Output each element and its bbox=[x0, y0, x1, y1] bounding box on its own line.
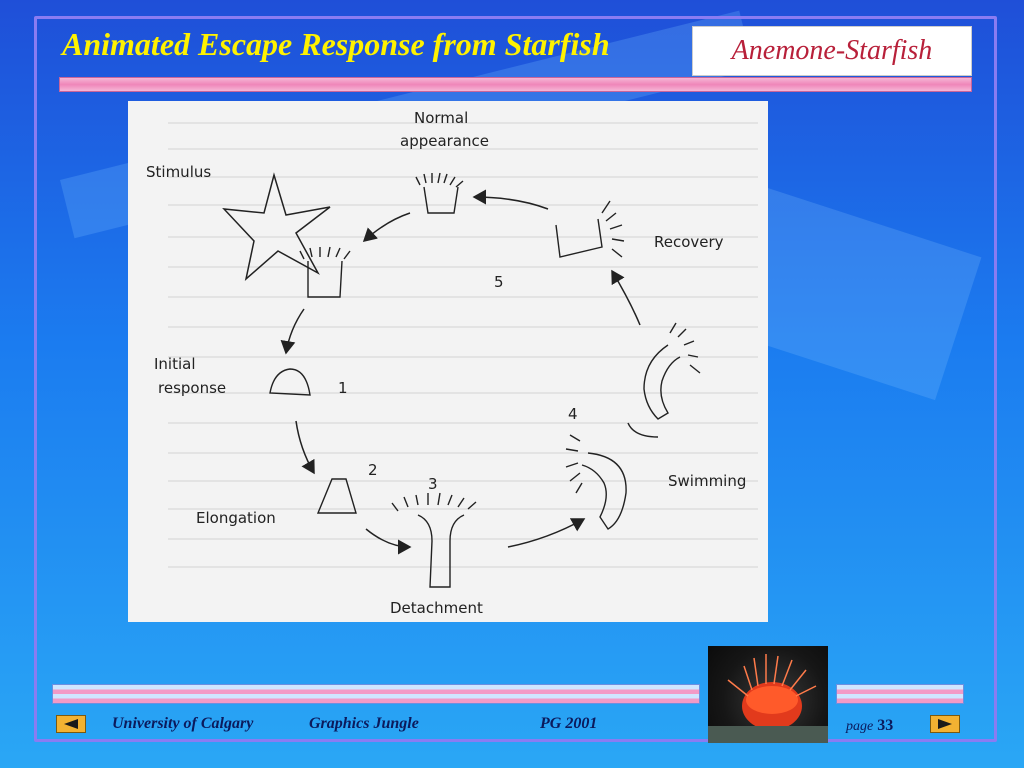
label-detachment: Detachment bbox=[390, 599, 483, 617]
step-number: 5 bbox=[494, 273, 504, 291]
anemone-swimming-drawing bbox=[566, 435, 626, 529]
anemone-elongation-drawing bbox=[318, 479, 356, 513]
left-triangle-icon bbox=[62, 718, 80, 730]
step-number: 3 bbox=[428, 475, 438, 493]
page-number: 33 bbox=[877, 717, 893, 734]
step-number: 4 bbox=[568, 405, 578, 423]
footer-course: PG 2001 bbox=[540, 715, 597, 733]
label-swimming: Swimming bbox=[668, 472, 746, 490]
diagram-svg: Normal appearance Stimulus Recovery Init… bbox=[128, 101, 768, 622]
escape-response-diagram: Normal appearance Stimulus Recovery Init… bbox=[128, 101, 768, 622]
anemone-recovery-drawing bbox=[644, 323, 700, 419]
anemone-recovery-upright-drawing bbox=[556, 201, 624, 257]
label-elongation: Elongation bbox=[196, 509, 276, 527]
footer-decorative-bar bbox=[836, 684, 964, 704]
label-appearance: appearance bbox=[400, 132, 489, 150]
anemone-normal-drawing bbox=[416, 173, 463, 213]
anemone-photo-thumbnail bbox=[708, 646, 828, 743]
right-triangle-icon bbox=[936, 718, 954, 730]
anemone-initial-response-drawing bbox=[270, 369, 310, 395]
page-indicator: page 33 bbox=[846, 717, 893, 735]
label-recovery: Recovery bbox=[654, 233, 724, 251]
topic-badge: Anemone-Starfish bbox=[692, 26, 972, 76]
label-response: response bbox=[158, 379, 226, 397]
step-number: 2 bbox=[368, 461, 378, 479]
footer-university: University of Calgary bbox=[112, 715, 253, 733]
cycle-arrows bbox=[286, 197, 658, 547]
label-stimulus: Stimulus bbox=[146, 163, 211, 181]
previous-slide-button[interactable] bbox=[56, 715, 86, 733]
label-initial: Initial bbox=[154, 355, 196, 373]
footer-decorative-bar bbox=[52, 684, 700, 704]
anemone-detachment-drawing bbox=[392, 493, 476, 587]
page-word: page bbox=[846, 719, 873, 734]
anemone-photo-svg bbox=[708, 646, 828, 743]
title-underline-bar bbox=[59, 77, 972, 92]
starfish-drawing bbox=[224, 175, 330, 279]
slide-title: Animated Escape Response from Starfish bbox=[62, 26, 610, 63]
label-normal: Normal bbox=[414, 109, 468, 127]
next-slide-button[interactable] bbox=[930, 715, 960, 733]
footer-graphics-jungle: Graphics Jungle bbox=[309, 715, 419, 733]
step-number: 1 bbox=[338, 379, 348, 397]
topic-badge-label: Anemone-Starfish bbox=[732, 35, 933, 67]
